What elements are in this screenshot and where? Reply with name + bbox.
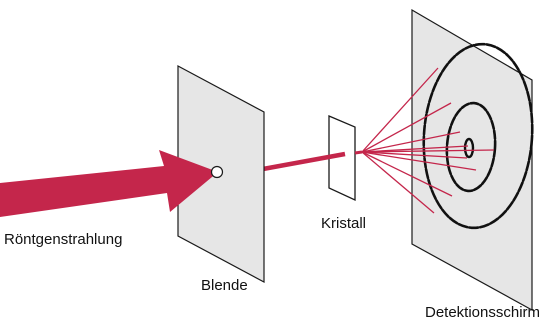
label-aperture: Blende [201,277,248,294]
diffraction-rings [422,42,534,230]
label-detection-screen: Detektionsschirm [425,304,540,321]
collimated-beam-tip [354,150,363,155]
diffracted-rays [361,67,495,214]
ray-1 [361,67,439,153]
ring-middle [445,101,497,193]
ray-4 [361,145,469,153]
ray-6 [361,151,477,171]
crystal [328,115,356,202]
collimated-beam [262,151,346,172]
ray-2 [361,102,452,153]
aperture-hole [210,165,224,179]
xray-beam-arrow [0,150,218,217]
ray-5 [361,151,468,159]
ray-9 [361,151,435,214]
label-xray-source: Röntgenstrahlung [4,231,122,248]
ray-3 [361,131,461,153]
ray-7 [361,149,495,153]
ring-inner [463,137,475,159]
detection-screen [411,8,533,312]
ring-outer [422,42,534,230]
label-crystal: Kristall [321,215,366,232]
ray-8 [361,151,453,197]
